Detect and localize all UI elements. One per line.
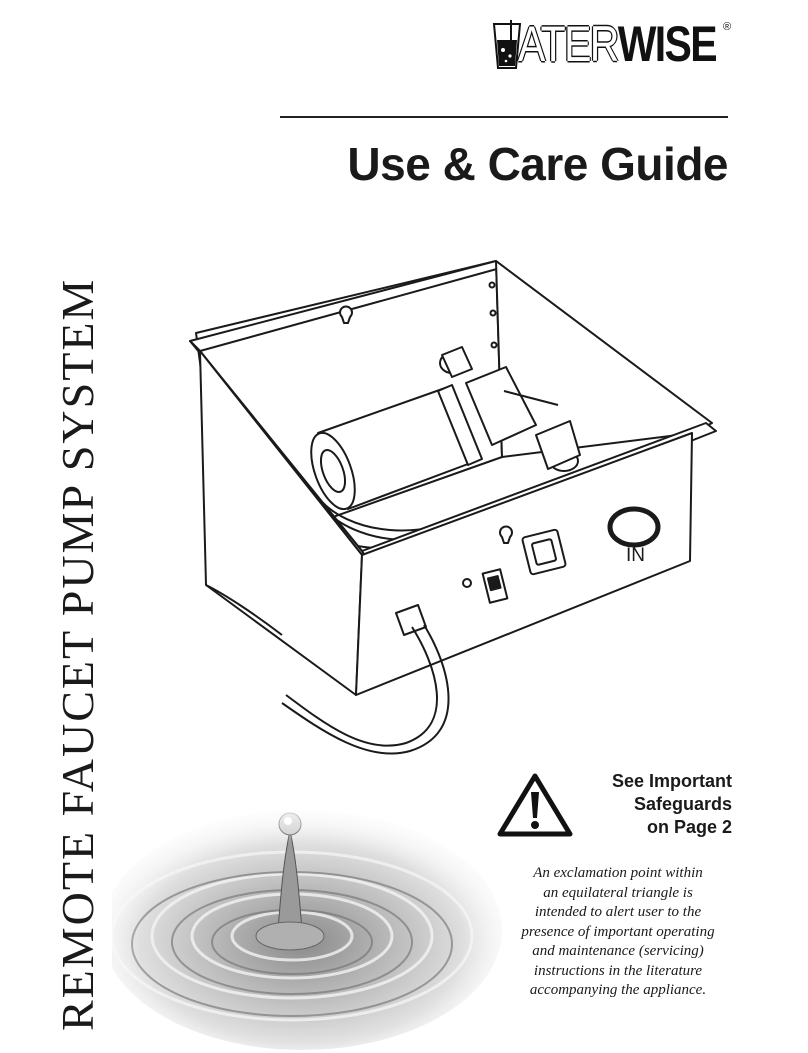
spine-title: REMOTE FAUCET PUMP SYSTEM <box>52 277 103 1031</box>
water-glass-icon <box>492 20 522 69</box>
note-line: instructions in the literature <box>533 962 703 979</box>
note-line: intended to alert user to the <box>534 904 702 920</box>
safeguards-heading-line: See Important <box>611 771 732 791</box>
water-drop-image <box>112 800 512 1050</box>
waterwise-logo: ATERWISE ® <box>490 14 742 72</box>
logo-wordmark-light: ATER <box>518 16 619 72</box>
registered-mark: ® <box>723 21 732 33</box>
inlet-label: IN <box>626 545 645 566</box>
note-line: presence of important operating <box>521 923 715 940</box>
safeguards-heading-line: Safeguards <box>633 794 732 814</box>
logo-wordmark-bold: WISE <box>617 16 718 72</box>
note-line: An exclamation point within <box>533 865 703 881</box>
note-line: an equilateral triangle is <box>543 884 693 901</box>
warning-triangle-icon <box>497 773 573 837</box>
note-line: accompanying the appliance. <box>529 982 707 998</box>
page-title: Use & Care Guide <box>347 138 728 190</box>
note-line: and maintenance (servicing) <box>532 943 704 959</box>
logo-wordmark: ATERWISE <box>518 16 718 72</box>
safeguards-heading: See Important Safeguards on Page 2 <box>572 770 732 839</box>
safeguards-heading-line: on Page 2 <box>646 817 732 837</box>
pump-box-illustration <box>189 260 717 755</box>
warning-symbol-note: An exclamation point within an equilater… <box>500 864 736 1001</box>
header-divider <box>280 116 728 118</box>
